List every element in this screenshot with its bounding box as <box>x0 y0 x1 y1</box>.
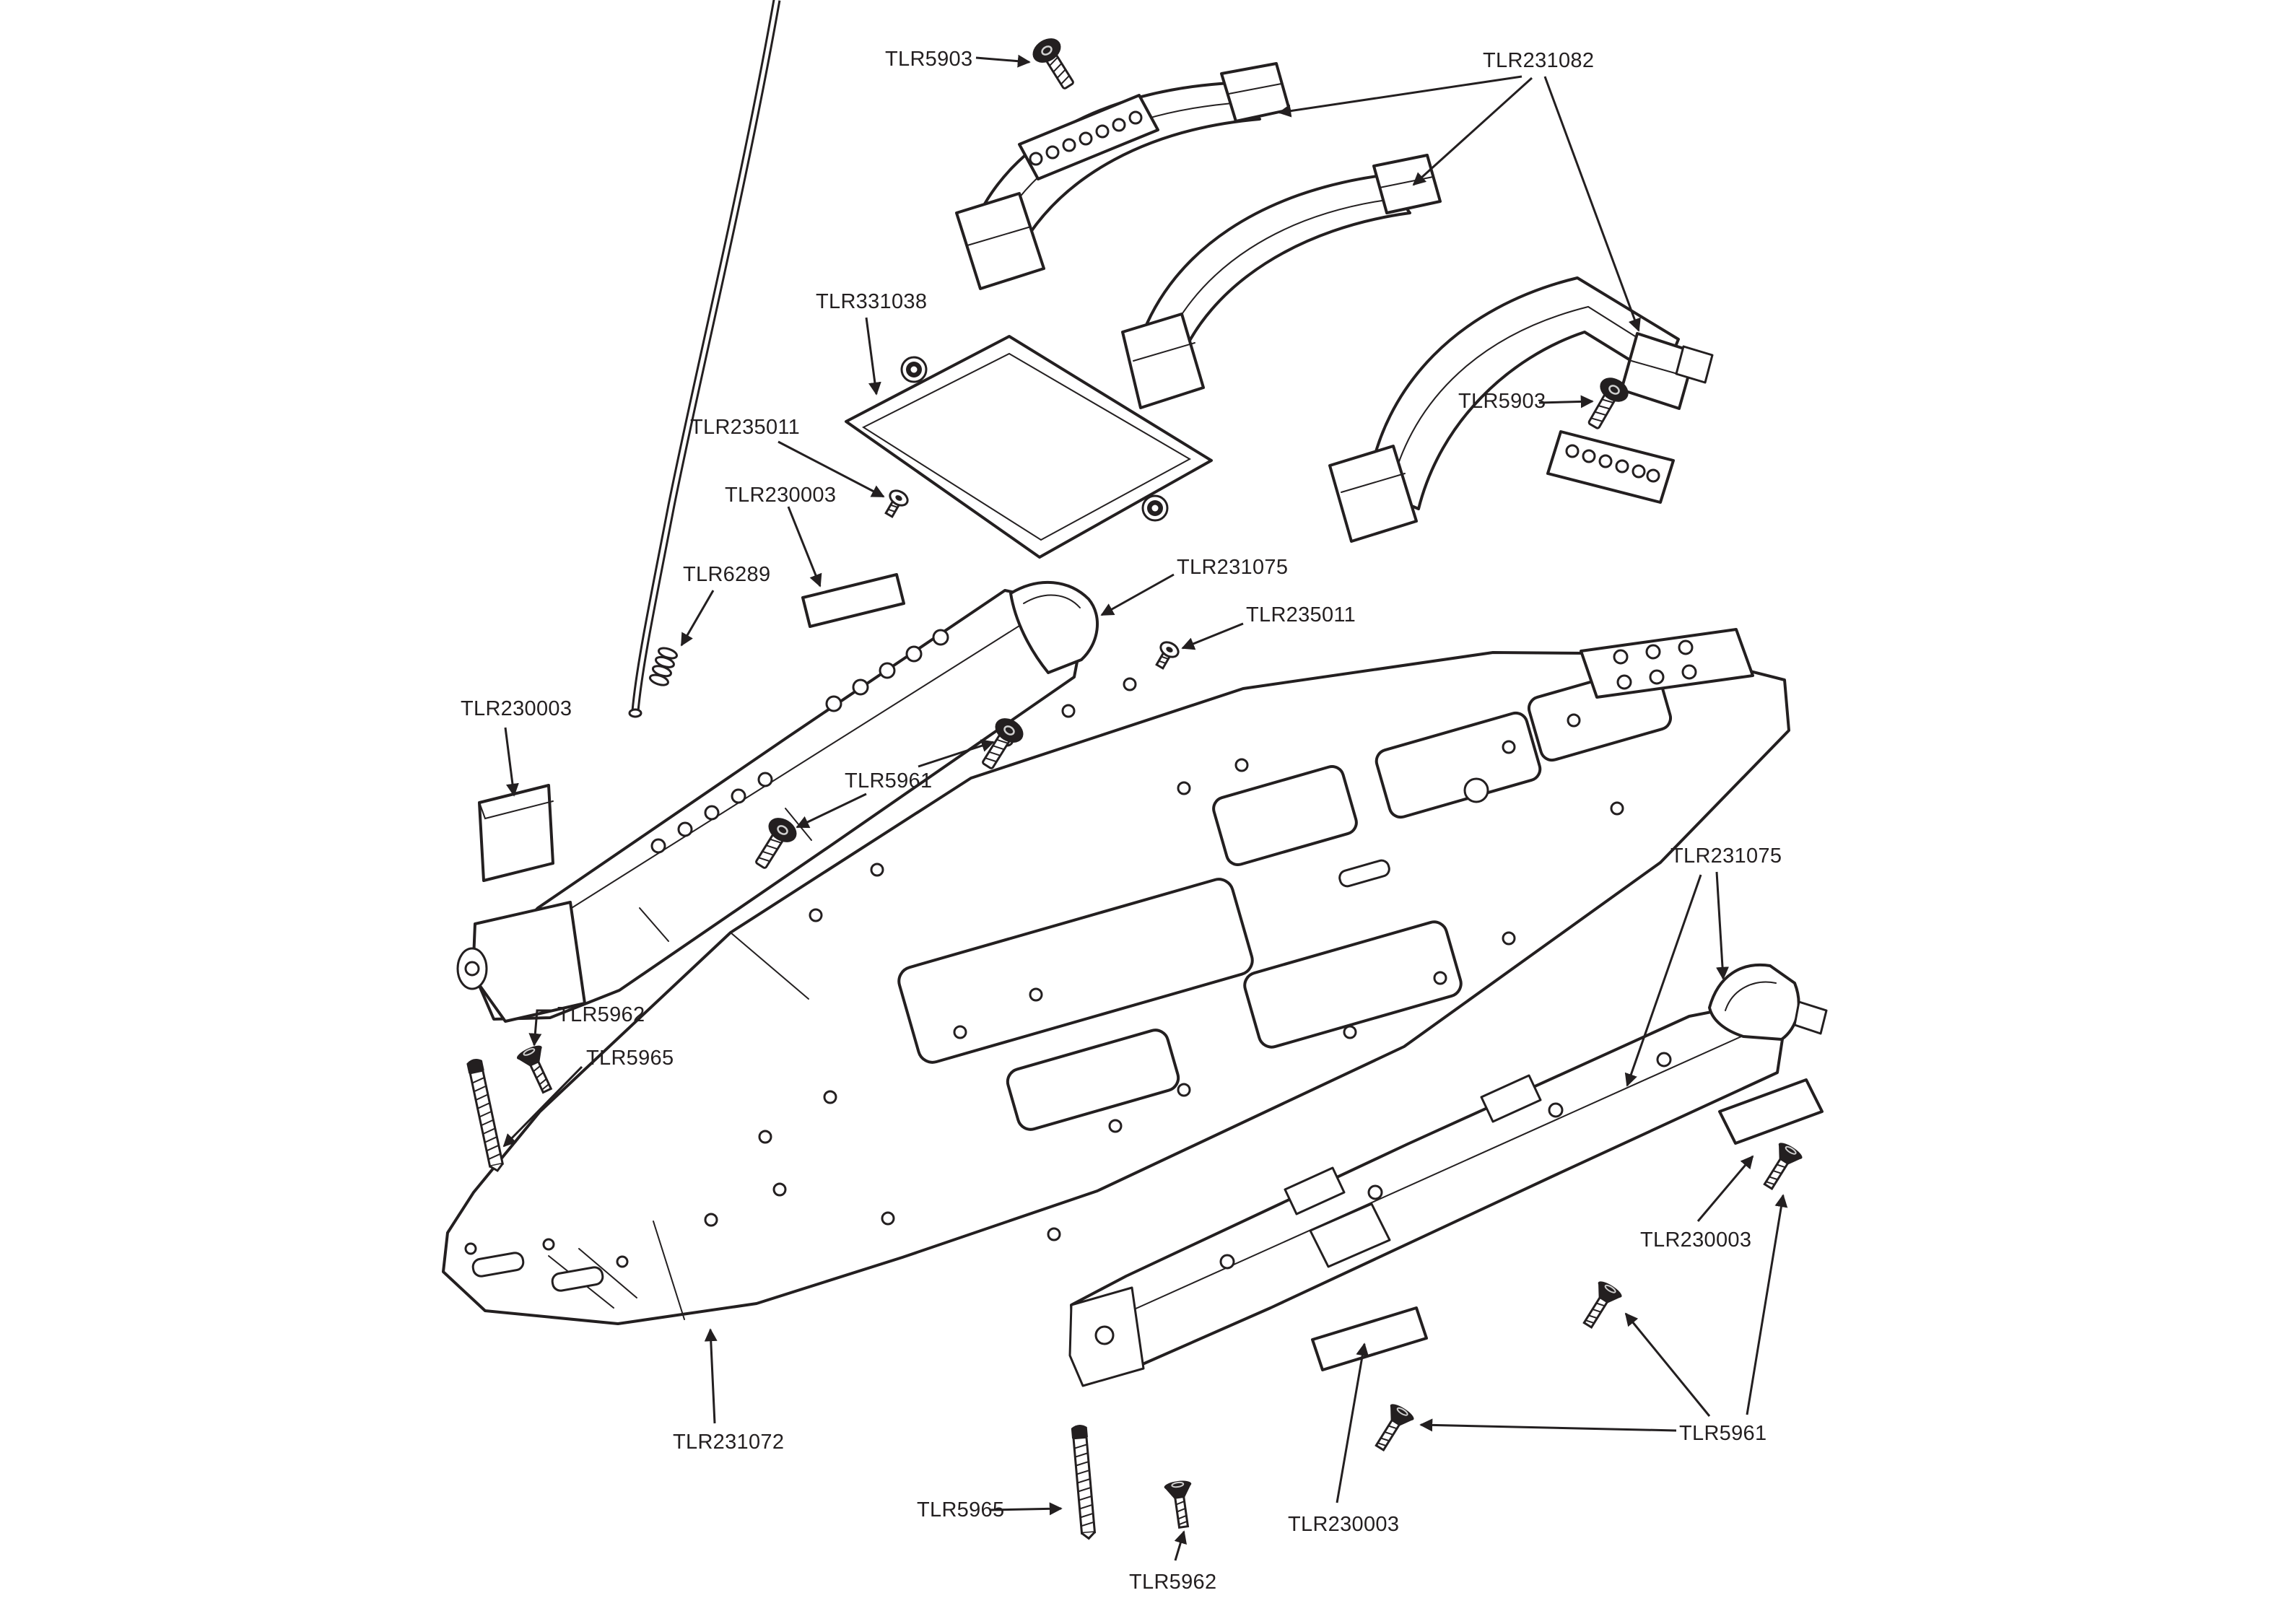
screw-tlr5965-left <box>464 1056 507 1174</box>
part-chassis-brace-2 <box>1121 154 1442 409</box>
part-label-tlr5903-right: TLR5903 <box>1458 390 1546 413</box>
part-label-tlr5962-left: TLR5962 <box>557 1003 645 1026</box>
part-left-side-rail <box>456 580 1099 1023</box>
part-label-tlr5903-top: TLR5903 <box>885 48 973 71</box>
part-label-tlr6289: TLR6289 <box>683 563 771 586</box>
screw-tlr5962-bottom <box>1162 1477 1198 1530</box>
leader-lines <box>502 54 1788 1561</box>
part-label-tlr5965-bottom: TLR5965 <box>917 1498 1005 1522</box>
part-label-tlr231075-left: TLR231075 <box>1177 556 1289 579</box>
spring-tlr6289 <box>648 645 679 689</box>
part-label-tlr231075-right: TLR231075 <box>1670 844 1782 868</box>
part-label-tlr5961-right: TLR5961 <box>1679 1422 1767 1445</box>
part-right-side-rail <box>1068 964 1828 1387</box>
part-chassis-brace-3 <box>1328 276 1714 543</box>
part-electronics-plate <box>845 335 1213 559</box>
screw-tlr235011-upper <box>879 486 912 521</box>
part-label-tlr231072: TLR231072 <box>673 1431 785 1454</box>
screw-tlr5903-top <box>1027 32 1084 95</box>
screw-tlr5965-bottom <box>1069 1423 1098 1540</box>
screw-tlr235011-mid <box>1150 638 1182 673</box>
part-foam-pad-upper <box>801 573 905 628</box>
part-label-tlr5961-left: TLR5961 <box>845 769 933 793</box>
part-label-tlr331038: TLR331038 <box>816 290 928 313</box>
screw-tlr5961-right-2 <box>1367 1400 1417 1457</box>
part-foam-pad-bottom <box>1311 1306 1428 1371</box>
antenna-tube <box>628 0 781 718</box>
part-foam-pad-right <box>1718 1078 1824 1145</box>
screw-tlr5961-right-3 <box>1755 1138 1805 1195</box>
part-label-tlr230003-bottom: TLR230003 <box>1288 1513 1400 1536</box>
part-label-tlr230003-upper: TLR230003 <box>725 484 837 507</box>
part-label-tlr231082: TLR231082 <box>1483 49 1595 72</box>
part-label-tlr235011-upper: TLR235011 <box>690 416 801 439</box>
screw-tlr5961-right-1 <box>1574 1277 1625 1334</box>
part-label-tlr230003-right: TLR230003 <box>1640 1228 1752 1252</box>
part-label-tlr5962-bottom: TLR5962 <box>1129 1571 1217 1594</box>
part-label-tlr230003-left: TLR230003 <box>461 697 572 720</box>
part-label-tlr5965-left: TLR5965 <box>586 1047 674 1070</box>
part-label-tlr235011-mid: TLR235011 <box>1246 603 1356 627</box>
part-main-chassis-plate <box>442 628 1790 1325</box>
part-foam-pad-left <box>478 784 554 882</box>
screw-tlr5962-left <box>514 1042 561 1098</box>
